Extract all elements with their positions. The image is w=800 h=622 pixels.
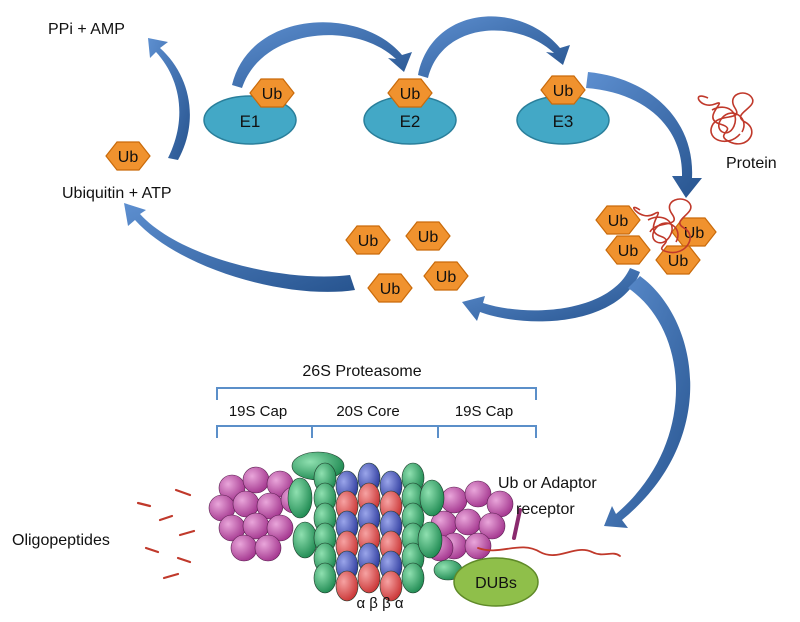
cap-19s-right-label: 19S Cap bbox=[455, 403, 513, 420]
e1-label: E1 bbox=[240, 112, 261, 131]
cap-subunit bbox=[440, 486, 468, 514]
cap-19s-left-label: 19S Cap bbox=[229, 403, 287, 420]
cap-subunit bbox=[266, 514, 294, 542]
ub-hexagon-shape bbox=[249, 78, 295, 108]
ub-hexagon-shape bbox=[405, 221, 451, 251]
ub-hexagon-shape bbox=[105, 141, 151, 171]
arrow-free-ub-to-ubiquitin bbox=[124, 203, 355, 292]
arrow-poly-ub-to-free-ub bbox=[462, 268, 640, 322]
ub-label: Ub bbox=[684, 225, 705, 242]
cap-lid-subunit bbox=[419, 479, 445, 517]
ub-label: Ub bbox=[668, 253, 689, 270]
ub-hexagon-shape bbox=[387, 78, 433, 108]
arrow-to-ppi-amp bbox=[148, 38, 190, 160]
alpha-beta-label: α β β α bbox=[356, 595, 403, 612]
ub-on-e1: Ub bbox=[249, 78, 295, 108]
cap-subunit bbox=[454, 508, 482, 536]
ub-label: Ub bbox=[553, 83, 574, 100]
enzyme-e1: E1 bbox=[203, 95, 297, 145]
enzyme-e3: E3 bbox=[516, 95, 610, 145]
cap-lid-subunit bbox=[292, 521, 318, 559]
ub-hexagon-shape bbox=[595, 205, 641, 235]
ub-label: Ub bbox=[608, 213, 629, 230]
arrow-e3-to-protein bbox=[586, 72, 702, 198]
ub-label: Ub bbox=[400, 86, 421, 103]
core-subunit bbox=[379, 570, 403, 602]
arrow-e2-to-e3 bbox=[418, 16, 570, 78]
ub-free-2: Ub bbox=[405, 221, 451, 251]
oligopeptide-fragments bbox=[136, 488, 196, 580]
ubiquitin-atp-label: Ubiquitin + ATP bbox=[62, 185, 172, 202]
receptor-label: receptor bbox=[516, 501, 575, 518]
proteasome-26s bbox=[208, 451, 514, 602]
pathway-arrows bbox=[124, 16, 702, 528]
ub-label: Ub bbox=[436, 269, 457, 286]
core-subunit bbox=[357, 562, 381, 594]
ub-hexagon-shape bbox=[540, 75, 586, 105]
cap-subunit bbox=[254, 534, 282, 562]
ub-label: Ub bbox=[618, 243, 639, 260]
ub-chain-4: Ub bbox=[655, 245, 701, 275]
arrow-poly-ub-to-proteasome bbox=[604, 276, 691, 528]
cap-lid-subunit bbox=[417, 521, 443, 559]
ub-label: Ub bbox=[358, 233, 379, 250]
ub-hexagon-shape bbox=[423, 261, 469, 291]
ub-label: Ub bbox=[118, 149, 139, 166]
ub-free-atp: Ub bbox=[105, 141, 151, 171]
core-subunit bbox=[313, 562, 337, 594]
protein-ubiquitinated bbox=[633, 198, 692, 254]
dubs-enzyme: DUBs bbox=[453, 557, 539, 607]
ub-hexagon-shape bbox=[367, 273, 413, 303]
proteasome-26s-label: 26S Proteasome bbox=[302, 363, 421, 380]
arrow-e1-to-e2 bbox=[232, 22, 412, 89]
core-subunit bbox=[401, 562, 425, 594]
enzyme-e2: E2 bbox=[363, 95, 457, 145]
ub-free-3: Ub bbox=[423, 261, 469, 291]
cap-subunit bbox=[464, 532, 492, 560]
ppi-amp-label: PPi + AMP bbox=[48, 21, 125, 38]
proteasome-brackets bbox=[216, 387, 537, 438]
ub-hexagon-shape bbox=[345, 225, 391, 255]
ub-free-4: Ub bbox=[367, 273, 413, 303]
oligopeptides-label: Oligopeptides bbox=[12, 532, 110, 549]
ub-on-e2: Ub bbox=[387, 78, 433, 108]
e2-label: E2 bbox=[400, 112, 421, 131]
cap-subunit bbox=[242, 466, 270, 494]
core-subunit bbox=[335, 570, 359, 602]
ub-on-e3: Ub bbox=[540, 75, 586, 105]
adaptor-receptor bbox=[477, 508, 621, 557]
cap-subunit bbox=[230, 534, 258, 562]
ub-free-1: Ub bbox=[345, 225, 391, 255]
ub-hexagon-shape bbox=[655, 245, 701, 275]
ub-chain-3: Ub bbox=[671, 217, 717, 247]
dubs-label: DUBs bbox=[475, 575, 517, 592]
core-20s-label: 20S Core bbox=[336, 403, 399, 420]
cap-subunit bbox=[464, 480, 492, 508]
ub-label: Ub bbox=[418, 229, 439, 246]
ub-or-adaptor-label: Ub or Adaptor bbox=[498, 475, 597, 492]
ub-label: Ub bbox=[380, 281, 401, 298]
cap-subunit bbox=[478, 512, 506, 540]
ub-hexagon-shape bbox=[605, 235, 651, 265]
ub-chain-1: Ub bbox=[595, 205, 641, 235]
ub-chain-2: Ub bbox=[605, 235, 651, 265]
protein-free bbox=[697, 92, 754, 145]
cap-lid-subunit bbox=[287, 477, 313, 519]
ub-label: Ub bbox=[262, 86, 283, 103]
e3-label: E3 bbox=[553, 112, 574, 131]
protein-label: Protein bbox=[726, 155, 777, 172]
